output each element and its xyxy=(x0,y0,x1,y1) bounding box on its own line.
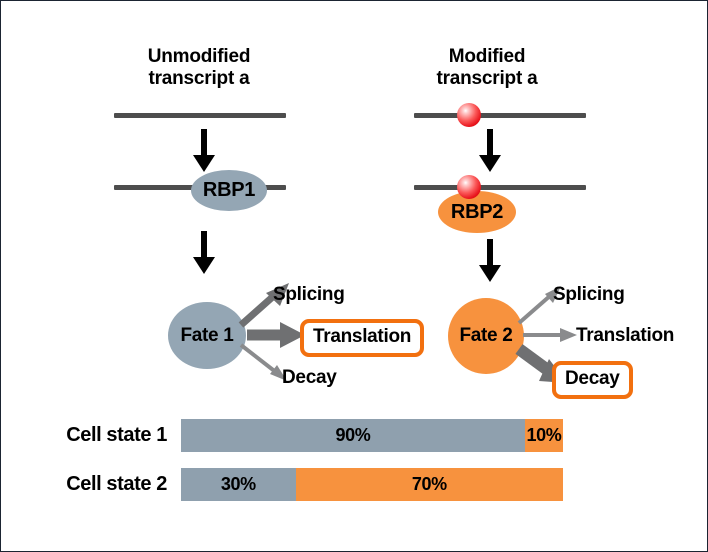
left-transcript-line-stage1 xyxy=(114,113,286,118)
decay-highlight-box: Decay xyxy=(552,361,633,399)
fate1-label: Fate 1 xyxy=(180,324,234,346)
translation-highlight-box: Translation xyxy=(300,319,425,357)
bar-row-label-cell-state-2: Cell state 2 xyxy=(66,473,167,495)
fate2-label: Fate 2 xyxy=(459,325,513,346)
fate2-outcome-decay-label: Decay xyxy=(565,368,620,389)
right-column-title: Modified transcript a xyxy=(397,46,577,90)
rbp2-label: RBP2 xyxy=(450,200,504,223)
fate2-outcome-translation-label: Translation xyxy=(576,325,675,346)
fate2-arrow-splicing xyxy=(517,286,561,325)
bar-track-cell-state-1: 90% 10% xyxy=(181,419,563,452)
bar-segment-modified-value: 70% xyxy=(411,474,447,494)
cell-state-bar-chart: Cell state 1 90% 10% Cell state 2 30% 70… xyxy=(49,419,569,501)
fate1-outcome-translation-label: Translation xyxy=(313,326,412,347)
bar-track-cell-state-2: 30% 70% xyxy=(181,468,563,501)
bar-chart-row: Cell state 2 30% 70% xyxy=(49,468,569,501)
bar-chart-row: Cell state 1 90% 10% xyxy=(49,419,569,452)
fate1-arrow-splicing xyxy=(238,283,289,328)
right-column-title-line1: Modified xyxy=(448,46,526,67)
rna-modification-mark-stage1 xyxy=(457,103,481,127)
fate2-outcome-translation: Translation xyxy=(576,325,674,347)
right-transcript-line-stage1 xyxy=(414,113,586,118)
fate1-outcome-decay-label: Decay xyxy=(282,367,337,388)
fate1-arrow-translation xyxy=(247,322,305,348)
right-column-title-line2: transcript a xyxy=(436,68,538,89)
rbp2-ellipse: RBP2 xyxy=(438,191,516,233)
left-column-title: Unmodified transcript a xyxy=(109,46,289,90)
bar-segment-modified: 70% xyxy=(295,468,563,501)
fate2-outcome-decay: Decay xyxy=(552,361,633,399)
left-stage-arrow-1 xyxy=(191,129,217,173)
fate1-outcome-translation: Translation xyxy=(300,319,425,357)
left-column-title-line2: transcript a xyxy=(148,68,250,89)
fate2-outcome-splicing-label: Splicing xyxy=(553,284,625,305)
bar-segment-modified-value: 10% xyxy=(526,425,562,445)
fate1-outcome-arrows xyxy=(237,273,347,393)
rbp1-ellipse: RBP1 xyxy=(191,170,267,211)
bar-segment-unmodified: 30% xyxy=(181,468,296,501)
fate2-arrow-translation xyxy=(523,328,577,342)
right-transcript-line-stage2 xyxy=(414,185,586,190)
fate2-outcome-splicing: Splicing xyxy=(553,284,625,306)
bar-row-label-cell-state-1: Cell state 1 xyxy=(66,424,167,446)
fate2-circle: Fate 2 xyxy=(448,298,524,374)
bar-segment-modified: 10% xyxy=(524,419,563,452)
fate1-outcome-splicing-label: Splicing xyxy=(273,284,345,305)
bar-segment-unmodified-value: 30% xyxy=(220,474,256,494)
fate1-circle: Fate 1 xyxy=(168,302,246,369)
bar-segment-unmodified-value: 90% xyxy=(335,425,371,445)
fate1-outcome-decay: Decay xyxy=(282,367,337,389)
right-stage-arrow-1 xyxy=(477,129,503,173)
bar-segment-unmodified: 90% xyxy=(181,419,525,452)
rbp1-label: RBP1 xyxy=(202,179,256,201)
left-column-title-line1: Unmodified xyxy=(147,46,251,67)
rna-modification-mark-stage2 xyxy=(457,175,481,199)
fate1-arrow-decay xyxy=(239,343,287,381)
fate1-outcome-splicing: Splicing xyxy=(273,284,345,306)
right-stage-arrow-2 xyxy=(477,239,503,283)
left-stage-arrow-2 xyxy=(191,231,217,275)
